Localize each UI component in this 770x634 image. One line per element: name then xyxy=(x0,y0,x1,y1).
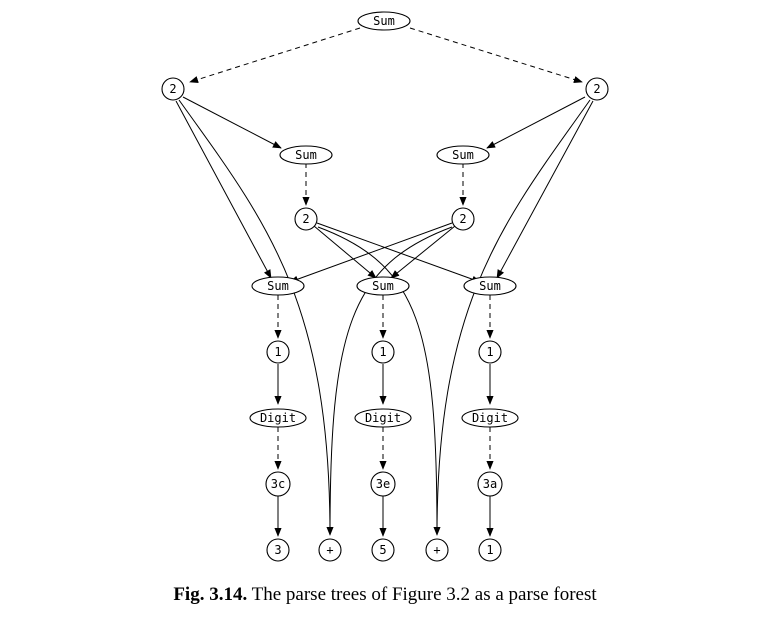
svg-text:Sum: Sum xyxy=(452,148,474,162)
leaf-plus-left: + xyxy=(318,538,342,562)
svg-text:3c: 3c xyxy=(271,477,285,491)
node-2-right: 2 xyxy=(585,77,609,101)
svg-text:Sum: Sum xyxy=(295,148,317,162)
svg-text:+: + xyxy=(326,543,333,557)
leaf-3: 3 xyxy=(266,538,290,562)
svg-text:Sum: Sum xyxy=(479,279,501,293)
node-digit-right: Digit xyxy=(461,408,519,428)
parse-forest-diagram: Sum 2 2 Sum Sum 2 2 Sum xyxy=(161,11,609,562)
edge-right2-to-midsum xyxy=(486,96,586,149)
node-sum-low-left: Sum xyxy=(251,276,305,296)
svg-text:Sum: Sum xyxy=(373,14,395,28)
edge-mid2left-to-lowsum-right xyxy=(316,222,481,283)
figure-number: Fig. 3.14. xyxy=(173,584,248,605)
svg-text:5: 5 xyxy=(379,543,386,557)
node-digit-mid: Digit xyxy=(354,408,412,428)
node-1-right: 1 xyxy=(478,340,502,364)
svg-text:3a: 3a xyxy=(483,477,497,491)
edge-top-to-left-2 xyxy=(189,27,361,83)
node-3a: 3a xyxy=(477,471,503,497)
edge-mid2left-to-lowsum-mid xyxy=(313,225,377,279)
node-sum-mid-left: Sum xyxy=(279,145,333,165)
node-1-mid: 1 xyxy=(371,340,395,364)
svg-text:Digit: Digit xyxy=(260,411,296,425)
edge-top-to-right-2 xyxy=(409,27,583,84)
svg-text:2: 2 xyxy=(459,212,466,226)
leaf-plus-right: + xyxy=(425,538,449,562)
solid-edges xyxy=(175,96,594,537)
edge-left2-to-midsum xyxy=(182,96,282,149)
node-sum-low-right: Sum xyxy=(463,276,517,296)
svg-text:1: 1 xyxy=(274,345,281,359)
edge-mid2right-to-plus xyxy=(329,226,453,536)
edge-left2-to-plus xyxy=(178,99,334,536)
svg-text:Sum: Sum xyxy=(267,279,289,293)
node-sum-low-mid: Sum xyxy=(356,276,410,296)
edge-mid2right-to-lowsum-mid xyxy=(390,225,456,279)
node-2-mid-left: 2 xyxy=(294,207,318,231)
edge-left2-to-lowsum xyxy=(175,100,272,279)
edge-mid2right-to-lowsum-left xyxy=(289,222,453,283)
svg-text:3: 3 xyxy=(274,543,281,557)
edge-right2-to-lowsum xyxy=(496,100,594,279)
node-sum-top: Sum xyxy=(357,11,411,31)
svg-text:3e: 3e xyxy=(376,477,390,491)
node-2-mid-right: 2 xyxy=(451,207,475,231)
nodes: Sum 2 2 Sum Sum 2 2 Sum xyxy=(161,11,609,562)
leaf-1: 1 xyxy=(478,538,502,562)
dashed-edges xyxy=(189,27,583,470)
node-3c: 3c xyxy=(265,471,291,497)
svg-text:1: 1 xyxy=(379,345,386,359)
svg-text:Sum: Sum xyxy=(372,279,394,293)
node-1-left: 1 xyxy=(266,340,290,364)
svg-text:+: + xyxy=(433,543,440,557)
node-3e: 3e xyxy=(370,471,396,497)
svg-text:2: 2 xyxy=(593,82,600,96)
edge-mid2left-to-plus xyxy=(317,226,438,536)
svg-text:Digit: Digit xyxy=(472,411,508,425)
leaf-5: 5 xyxy=(371,538,395,562)
svg-text:1: 1 xyxy=(486,543,493,557)
node-sum-mid-right: Sum xyxy=(436,145,490,165)
node-digit-left: Digit xyxy=(249,408,307,428)
svg-text:1: 1 xyxy=(486,345,493,359)
figure-caption: Fig. 3.14. The parse trees of Figure 3.2… xyxy=(0,584,770,606)
svg-text:2: 2 xyxy=(169,82,176,96)
svg-text:2: 2 xyxy=(302,212,309,226)
node-2-left: 2 xyxy=(161,77,185,101)
svg-text:Digit: Digit xyxy=(365,411,401,425)
edge-right2-to-plus xyxy=(433,99,591,536)
figure-caption-text: The parse trees of Figure 3.2 as a parse… xyxy=(251,584,597,605)
